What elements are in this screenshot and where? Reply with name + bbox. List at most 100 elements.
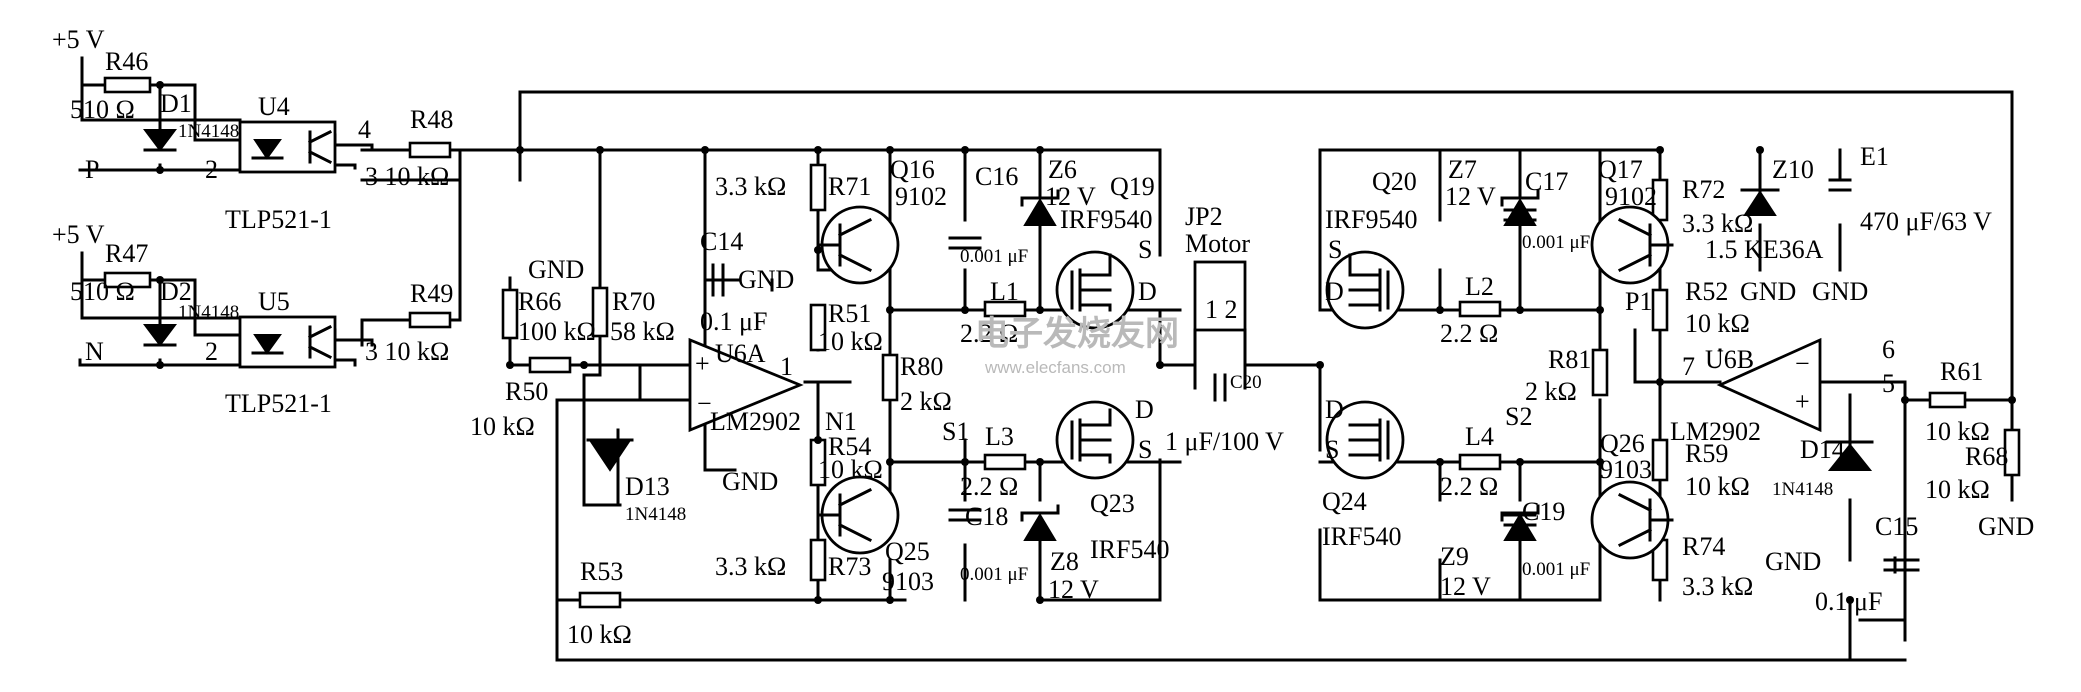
q23-label: Q23: [1090, 489, 1135, 518]
r46-body: [103, 76, 152, 94]
e1-plates: [1828, 178, 1852, 192]
c14-value: 0.1 μF: [700, 307, 767, 336]
q26-label: Q26: [1600, 429, 1645, 458]
d2-label: D2: [160, 277, 192, 306]
c17-value: 0.001 μF: [1522, 232, 1590, 253]
n1-label: N1: [825, 407, 857, 436]
r52-value: 10 kΩ: [1685, 309, 1750, 338]
mosfet-q20: [1325, 250, 1405, 330]
r66-body: [501, 288, 519, 340]
bjt-q17: [1590, 205, 1674, 285]
r47-body: [103, 271, 152, 289]
r46-value: 510 Ω: [70, 95, 135, 124]
q26-type: 9103: [1600, 455, 1652, 484]
l3-body: [983, 453, 1027, 471]
pin-5: 5: [1882, 369, 1895, 398]
c16-value: 0.001 μF: [960, 246, 1028, 267]
gnd-label-5: GND: [1812, 277, 1868, 306]
e1-label: E1: [1860, 142, 1889, 171]
d14-label: D14: [1800, 435, 1845, 464]
r59-label: R59: [1685, 439, 1728, 468]
bjt-q26: [1590, 480, 1674, 560]
r50-body: [528, 356, 572, 374]
labels: +5 V R46 510 Ω D1 1N4148 U4 P 2 4 TLP521…: [52, 25, 2034, 649]
tlp-label-2: TLP521-1: [225, 389, 332, 418]
vcc-label-2: +5 V: [52, 220, 105, 249]
lm2902-right: LM2902: [1670, 417, 1761, 446]
lm2902-left: LM2902: [710, 407, 801, 436]
junctions: [156, 81, 2016, 604]
l4-body: [1458, 453, 1502, 471]
gnd-label-7: GND: [1765, 547, 1821, 576]
r53-label: R53: [580, 557, 623, 586]
jp2-pins: 1 2: [1205, 295, 1238, 324]
r81-value: 2 kΩ: [1525, 377, 1577, 406]
r80-body: [881, 353, 899, 402]
q19-label: Q19: [1110, 172, 1155, 201]
r68-value: 10 kΩ: [1925, 475, 1990, 504]
r73-body: [809, 538, 827, 582]
watermark-cn: 电子发烧友网: [975, 315, 1179, 353]
q19-d: D: [1138, 277, 1157, 306]
svg-text:−: −: [1795, 349, 1810, 378]
c15-plates: [1883, 556, 1920, 574]
r47-label: R47: [105, 239, 148, 268]
opamp-u6b: −+: [1716, 337, 1822, 433]
gnd-label-3: GND: [722, 467, 778, 496]
l3-value: 2.2 Ω: [960, 472, 1018, 501]
q17-label: Q17: [1598, 155, 1643, 184]
r52-label: R52: [1685, 277, 1728, 306]
r50-label: R50: [505, 377, 548, 406]
q19-type: IRF9540: [1060, 205, 1152, 234]
r73-label: R73: [828, 552, 871, 581]
z10-zener: [1740, 188, 1780, 216]
c18-plates: [948, 508, 982, 522]
q20-label: Q20: [1372, 167, 1417, 196]
z6-label: Z6: [1048, 155, 1077, 184]
z9-value: 12 V: [1440, 572, 1491, 601]
r54-value: 10 kΩ: [818, 455, 883, 484]
r74-value: 3.3 kΩ: [1682, 572, 1753, 601]
z8-value: 12 V: [1048, 575, 1099, 604]
u6b-label: U6B: [1705, 345, 1754, 374]
d1-label: D1: [160, 89, 192, 118]
r49-body: [408, 311, 452, 329]
pin-2-a: 2: [205, 155, 218, 184]
r74-label: R74: [1682, 532, 1725, 561]
r66-label: R66: [518, 287, 561, 316]
u5-label: U5: [258, 287, 290, 316]
jp2-connector: [1193, 260, 1247, 332]
mosfet-q24: [1325, 400, 1405, 480]
r72-label: R72: [1682, 175, 1725, 204]
s2-label: S2: [1505, 402, 1532, 431]
r49-label: R49: [410, 279, 453, 308]
z7-label: Z7: [1448, 155, 1477, 184]
z7-value: 12 V: [1445, 182, 1496, 211]
motor-label: Motor: [1185, 229, 1250, 258]
pin-7: 7: [1682, 352, 1695, 381]
e1-value: 470 μF/63 V: [1860, 207, 1992, 236]
q16-type: 9102: [895, 182, 947, 211]
svg-text:+: +: [1795, 387, 1810, 416]
r71-value: 3.3 kΩ: [715, 172, 786, 201]
d2-type: 1N4148: [178, 302, 239, 323]
r61-body: [1928, 391, 1967, 409]
gnd-label-2: GND: [738, 265, 794, 294]
p-label: P: [85, 155, 99, 184]
r66-value: 100 kΩ: [518, 317, 596, 346]
q20-s: S: [1328, 235, 1342, 264]
q23-d: D: [1135, 395, 1154, 424]
opto-u4: [238, 120, 337, 174]
jp2-label: JP2: [1185, 202, 1223, 231]
z9-zener: [1500, 504, 1540, 541]
r70-label: R70: [612, 287, 655, 316]
z10-value: 1.5 KE36A: [1705, 235, 1824, 264]
z9-label: Z9: [1440, 542, 1469, 571]
l2-label: L2: [1465, 272, 1494, 301]
r70-body: [591, 286, 609, 338]
q23-s: S: [1138, 435, 1152, 464]
c16-label: C16: [975, 162, 1018, 191]
d14-diode: [1826, 440, 1874, 471]
z8-label: Z8: [1050, 547, 1079, 576]
